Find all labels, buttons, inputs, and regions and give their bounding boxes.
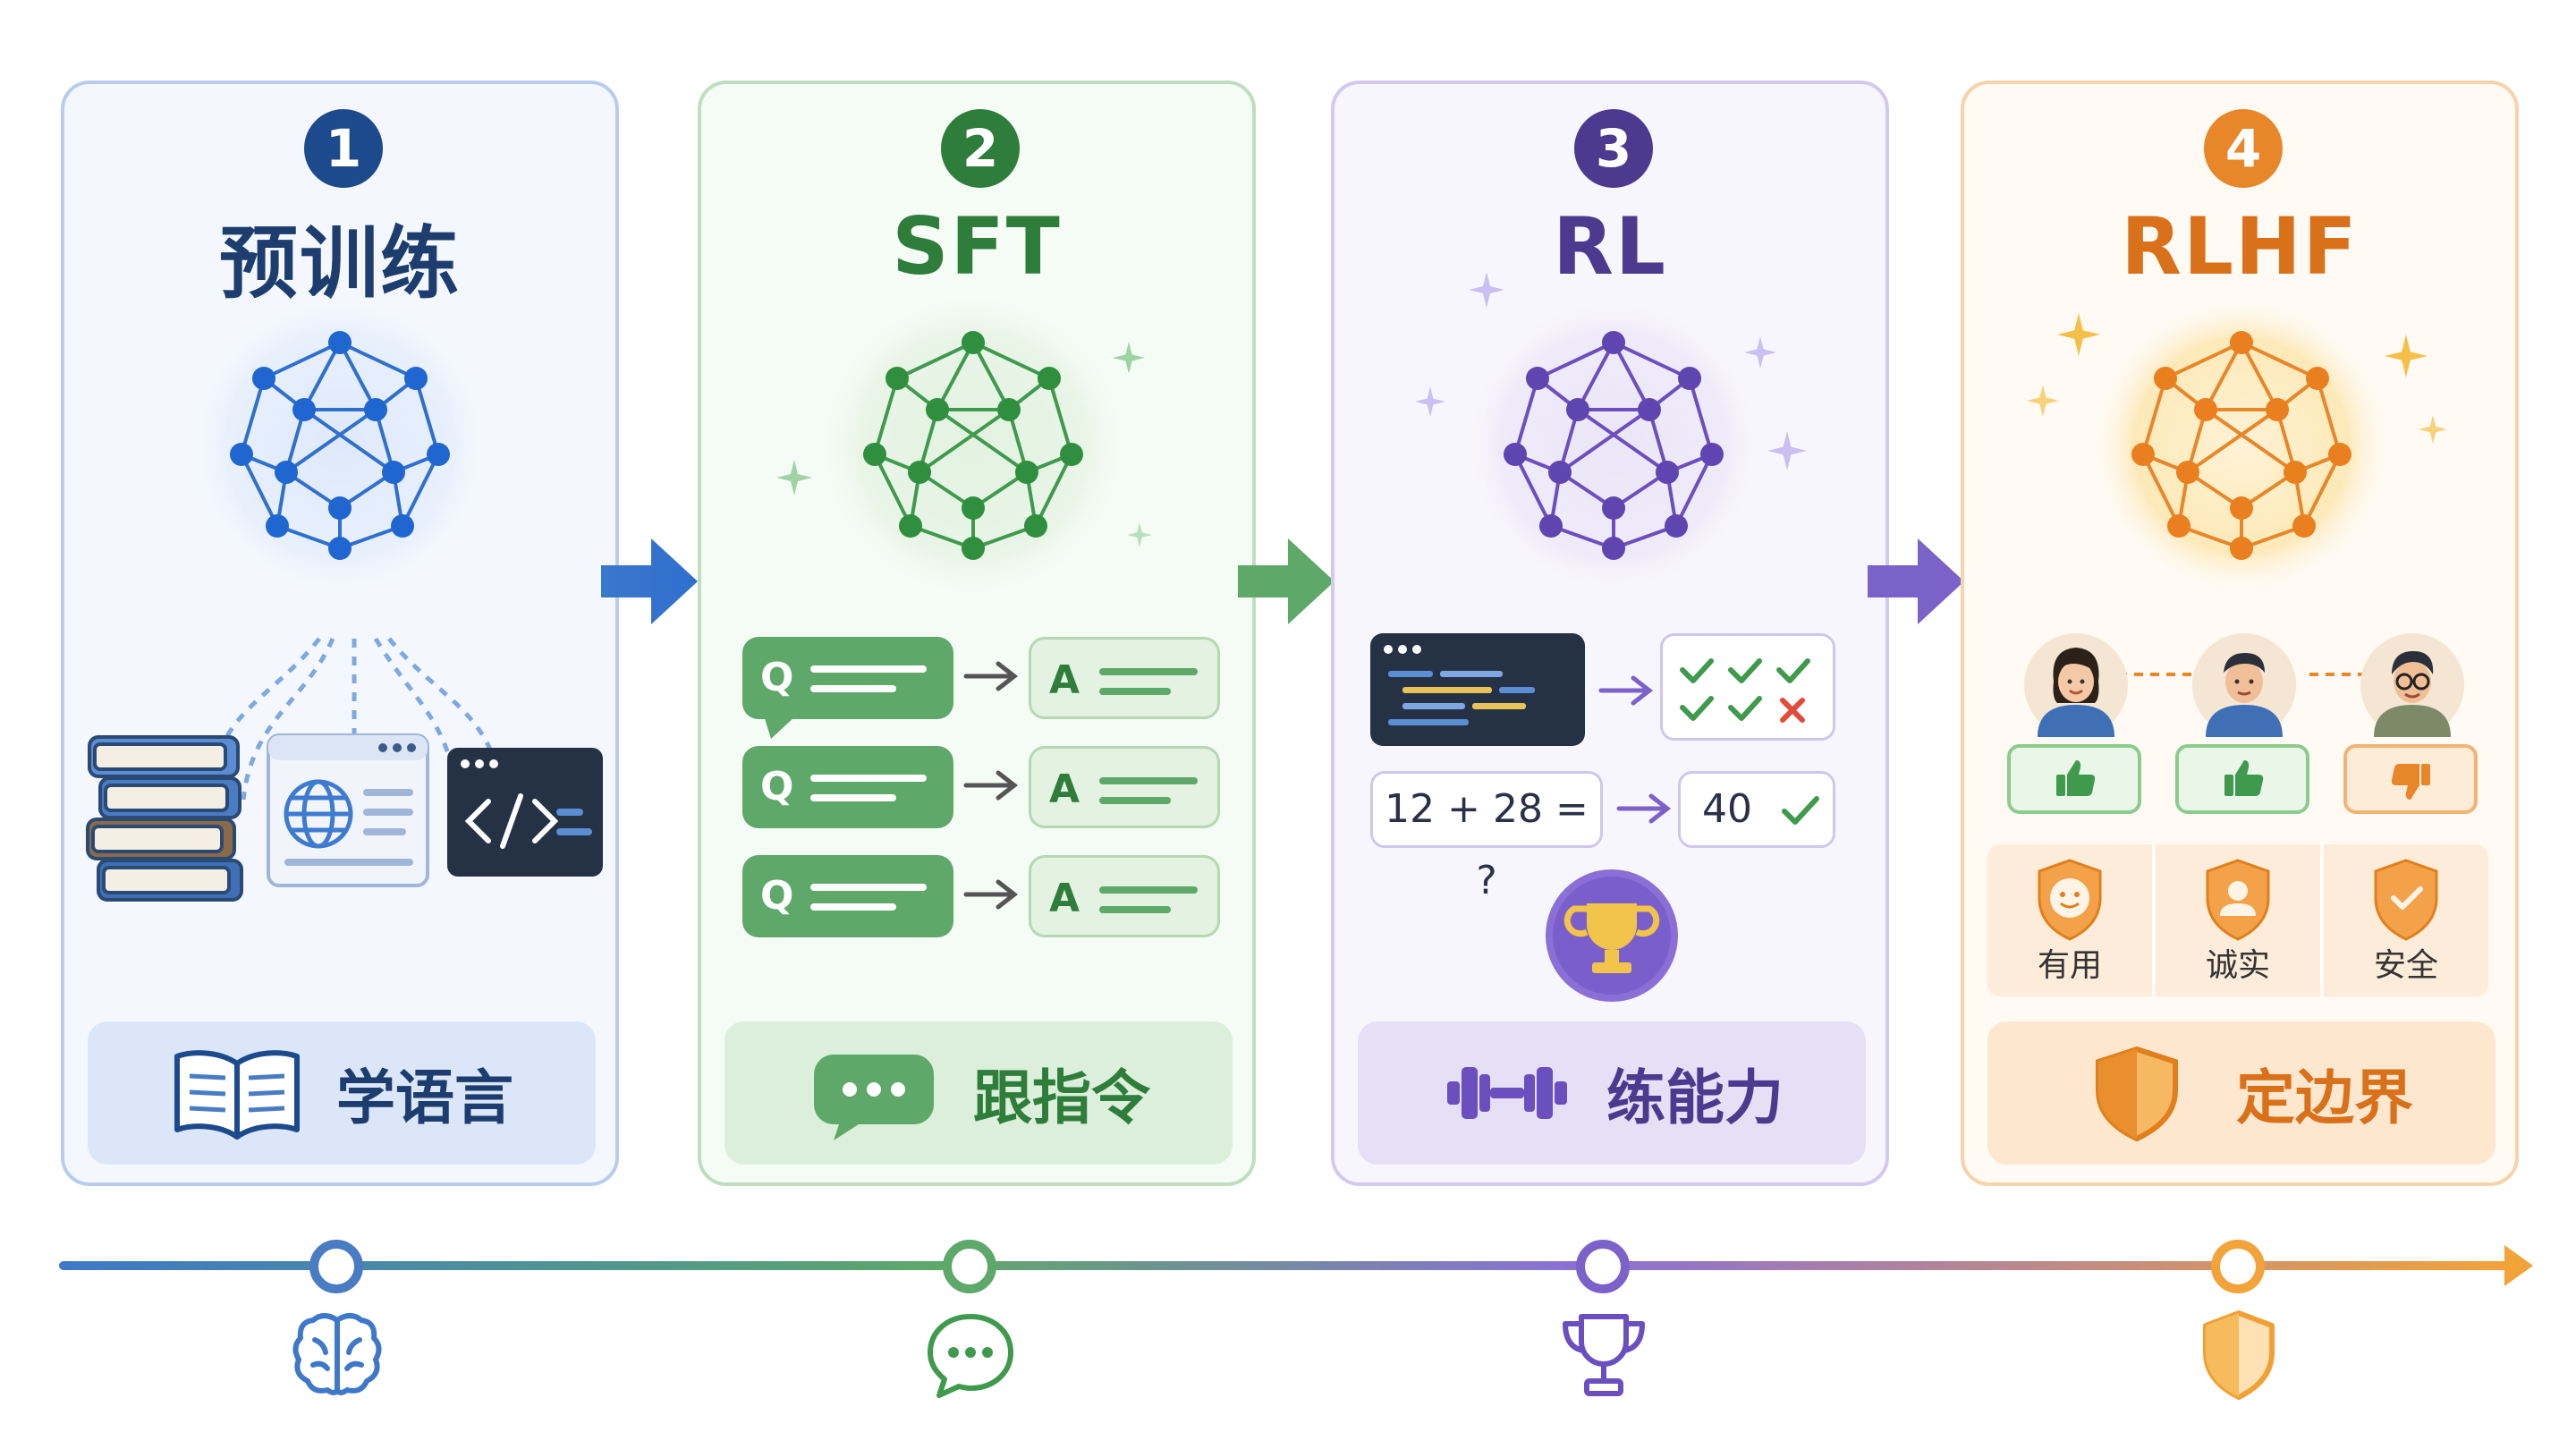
feedback-thumbs-up — [2007, 744, 2141, 814]
stage-title: SFT — [892, 200, 1062, 292]
question-bubble: Q — [742, 855, 953, 937]
stage-label: 学语言 — [336, 1063, 513, 1132]
arrow-right-icon — [1868, 538, 1964, 624]
attribute-helpful: 有用 — [1987, 844, 2152, 996]
bubble-tail — [764, 716, 796, 739]
sparkle-icon — [1113, 342, 1145, 374]
chat-bubble-icon — [814, 1055, 934, 1140]
trophy-icon — [1546, 869, 1678, 1002]
question-bubble: Q — [742, 637, 953, 719]
answer-value: 40 — [1702, 786, 1752, 832]
code-window-icon — [447, 748, 603, 877]
stage-label: 定边界 — [2236, 1063, 2413, 1132]
web-page-icon — [267, 733, 429, 887]
stage-footer: 定边界 — [1987, 1021, 2496, 1165]
neural-network-icon — [1462, 293, 1766, 597]
neural-network-icon — [188, 293, 492, 597]
step-badge: 4 — [2204, 109, 2283, 188]
divider — [2320, 855, 2323, 986]
sparkle-icon — [2385, 335, 2428, 377]
thumbs-up-icon — [2056, 760, 2096, 796]
stage-label: 跟指令 — [973, 1063, 1150, 1132]
stage-footer: 练能力 — [1358, 1021, 1866, 1165]
neural-network-icon — [2089, 293, 2394, 597]
sparkle-icon — [2027, 385, 2059, 417]
arrow-right-icon — [1238, 538, 1335, 624]
books-icon — [86, 735, 243, 902]
smiley-shield-icon — [2038, 859, 2102, 941]
stage-footer: 学语言 — [88, 1021, 596, 1165]
person-avatar-woman — [2024, 633, 2128, 737]
timeline-node — [2211, 1240, 2265, 1293]
code-snippet — [1370, 633, 1585, 746]
sparkle-icon — [2057, 313, 2100, 356]
arrow-right-icon — [1598, 675, 1654, 706]
arrow-right-icon — [963, 879, 1019, 910]
shield-icon — [2203, 1310, 2275, 1400]
stage-title: RLHF — [2121, 200, 2359, 292]
stage-label: 练能力 — [1606, 1063, 1784, 1132]
timeline-node — [309, 1240, 363, 1293]
answer-box: A — [1029, 746, 1220, 828]
attribute-safe: 安全 — [2324, 844, 2488, 996]
person-shield-icon — [2206, 859, 2270, 941]
person-avatar-man — [2192, 633, 2296, 737]
arrow-right-icon — [963, 770, 1019, 801]
sparkle-icon — [1767, 431, 1807, 470]
stage-title: RL — [1553, 200, 1667, 292]
timeline-node — [1576, 1240, 1630, 1293]
sparkle-icon — [1415, 386, 1445, 417]
step-badge: 1 — [304, 109, 383, 188]
trophy-icon — [1563, 1314, 1645, 1396]
attribute-label: 安全 — [2373, 947, 2438, 984]
sparkle-icon — [776, 460, 812, 496]
stage-card-pretraining: 1 预训练 — [61, 80, 619, 1186]
check-shield-icon — [2374, 859, 2438, 941]
feedback-thumbs-up — [2175, 744, 2309, 814]
progress-timeline — [59, 1245, 2533, 1286]
attribute-label: 有用 — [2037, 947, 2102, 984]
divider — [2152, 855, 2155, 986]
thumbs-up-icon — [2224, 760, 2264, 796]
math-answer: 40 — [1678, 771, 1835, 848]
person-avatar-glasses — [2360, 633, 2464, 737]
open-book-icon — [174, 1050, 300, 1140]
test-results — [1660, 633, 1835, 741]
feedback-thumbs-down — [2343, 744, 2478, 814]
question-bubble: Q — [742, 746, 953, 828]
stage-card-rlhf: 4 RLHF — [1961, 80, 2519, 1186]
step-badge: 2 — [941, 109, 1020, 188]
attribute-honest: 诚实 — [2156, 844, 2320, 996]
arrow-right-icon — [963, 661, 1019, 691]
arrow-right-icon — [601, 538, 698, 624]
stage-card-rl: 3 RL — [1331, 80, 1889, 1186]
stage-card-sft: 2 SFT Q A — [698, 80, 1256, 1186]
timeline-node — [943, 1240, 996, 1293]
answer-box: A — [1029, 637, 1220, 719]
dumbbell-icon — [1447, 1067, 1567, 1119]
check-icon — [1782, 796, 1819, 825]
step-badge: 3 — [1574, 109, 1653, 188]
answer-box: A — [1029, 855, 1220, 937]
attribute-label: 诚实 — [2205, 947, 2270, 984]
sparkle-icon — [1744, 336, 1776, 369]
stage-footer: 跟指令 — [724, 1021, 1233, 1165]
thumbs-down-icon — [2391, 764, 2430, 800]
math-problem: 12 + 28 = ? — [1370, 771, 1603, 903]
shield-icon — [2096, 1046, 2178, 1142]
brain-icon — [292, 1313, 382, 1395]
sparkle-icon — [1469, 272, 1504, 308]
sparkle-icon — [1127, 522, 1152, 547]
sparkle-icon — [2419, 415, 2447, 444]
arrow-right-icon — [1616, 793, 1672, 824]
neural-network-icon — [821, 293, 1125, 597]
chat-bubble-icon — [928, 1314, 1013, 1398]
